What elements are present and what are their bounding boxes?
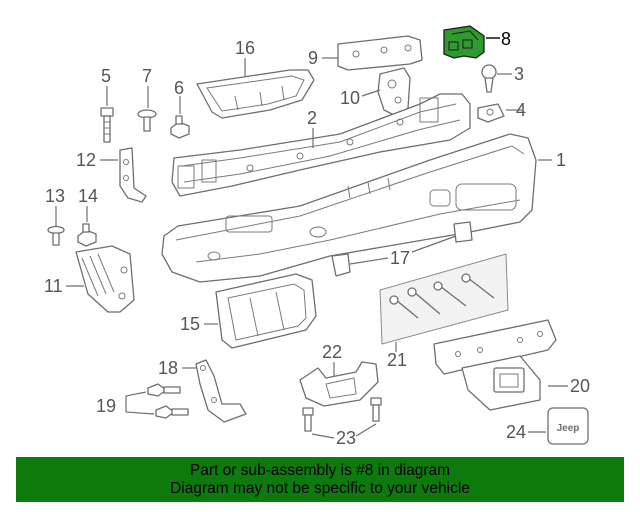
part-2-reinforcement-beam — [171, 93, 471, 197]
part-20-hitch-receiver — [433, 319, 557, 411]
part-22-lower-bracket — [299, 361, 379, 407]
leader-23b — [355, 423, 377, 437]
part-3-push-clip — [481, 64, 497, 93]
callout-20: 20 — [570, 376, 590, 396]
banner-line-2: Diagram may not be specific to your vehi… — [170, 479, 470, 497]
callout-23: 23 — [336, 428, 356, 448]
part-4-retainer — [477, 103, 505, 123]
part-7-screw — [137, 109, 157, 132]
part-15-lower-cover — [215, 273, 317, 349]
callout-3: 3 — [514, 64, 524, 84]
banner-line-1: Part or sub-assembly is #8 in diagram — [189, 461, 451, 479]
part-17-pads — [331, 221, 473, 277]
callout-12: 12 — [76, 150, 96, 170]
leader-17a — [349, 257, 389, 265]
bolt-kit-bolts — [389, 273, 495, 319]
part-5-bolt — [100, 107, 114, 143]
callout-11: 11 — [44, 276, 63, 296]
part-16-trim-panel — [196, 69, 315, 119]
callout-22: 22 — [322, 342, 342, 362]
part-21-bolt-kit — [379, 253, 509, 345]
part-12-bracket — [119, 147, 147, 203]
leader-19 — [125, 391, 155, 415]
part-11-corner-bracket — [75, 245, 135, 313]
part-13-screw — [47, 225, 65, 246]
callout-17: 17 — [390, 248, 410, 268]
callout-24: 24 — [506, 422, 526, 442]
callout-16: 16 — [235, 38, 255, 58]
callout-13: 13 — [45, 186, 65, 206]
callout-8: 8 — [501, 29, 511, 49]
parts-diagram: 16 9 8 3 10 4 — [44, 25, 590, 448]
callout-2: 2 — [307, 108, 317, 128]
leader-10 — [361, 89, 381, 97]
part-6-nut — [170, 115, 190, 139]
leader-17b — [411, 235, 457, 253]
callout-9: 9 — [308, 48, 318, 68]
callout-14: 14 — [78, 186, 98, 206]
callout-18: 18 — [158, 358, 178, 378]
info-banner: Part or sub-assembly is #8 in diagram Di… — [16, 457, 624, 502]
hitch-cover-logo: Jeep — [557, 423, 580, 434]
part-8-bracket-highlighted[interactable] — [443, 25, 485, 59]
part-10-bracket — [377, 67, 411, 117]
leader-23a — [311, 433, 335, 439]
part-24-hitch-cover: Jeep — [547, 407, 589, 445]
callout-6: 6 — [174, 78, 184, 98]
part-14-nut — [77, 223, 97, 247]
part-9-bracket — [337, 35, 423, 71]
part-18-link-bracket — [195, 359, 247, 423]
callout-4: 4 — [516, 100, 526, 120]
part-1-bumper-fascia — [161, 133, 537, 283]
part-19-bolts — [147, 383, 189, 419]
callout-15: 15 — [180, 314, 200, 334]
callout-19: 19 — [96, 396, 116, 416]
callout-10: 10 — [340, 88, 360, 108]
callout-7: 7 — [142, 66, 152, 86]
callout-5: 5 — [101, 66, 111, 86]
callout-1: 1 — [556, 150, 566, 170]
part-23-bolts — [302, 397, 382, 432]
callout-21: 21 — [387, 350, 407, 370]
